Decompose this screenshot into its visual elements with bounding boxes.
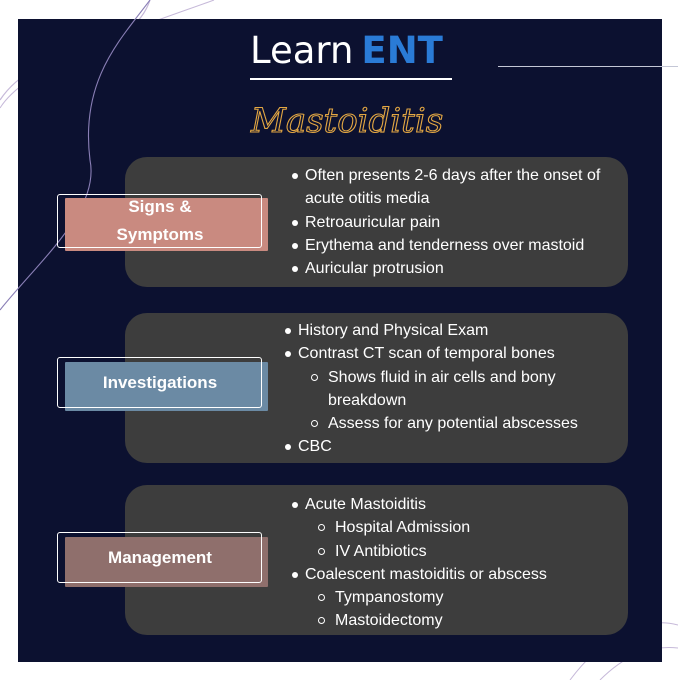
management-label: Management (108, 548, 212, 567)
signs-symptoms-list: Often presents 2-6 days after the onset … (292, 164, 615, 280)
management-label-fill (65, 537, 268, 587)
list-item: Tympanostomy (305, 586, 617, 609)
signs-symptoms-label: Signs & Symptoms (60, 193, 260, 249)
investigations-label: Investigations (102, 373, 218, 392)
management-list: Acute Mastoiditis Hospital Admission IV … (292, 493, 617, 633)
list-item: IV Antibiotics (305, 540, 617, 563)
list-item: Mastoidectomy (305, 609, 617, 632)
list-item: CBC (285, 435, 616, 458)
list-item: Acute Mastoiditis (292, 493, 617, 516)
page-title: Mastoiditis (250, 101, 443, 141)
investigations-list: History and Physical Exam Contrast CT sc… (285, 319, 616, 459)
signs-label-line1: Signs & (128, 197, 192, 216)
brand-underline (250, 78, 452, 80)
brand-ent-text: ENT (361, 29, 443, 72)
list-item: Erythema and tenderness over mastoid (292, 234, 615, 257)
list-item: Shows fluid in air cells and bony breakd… (298, 366, 616, 413)
list-item: History and Physical Exam (285, 319, 616, 342)
list-item: Coalescent mastoiditis or abscess (292, 563, 617, 586)
signs-symptoms-label-frame (57, 194, 262, 248)
list-item: Often presents 2-6 days after the onset … (292, 164, 615, 211)
list-item: Assess for any potential abscesses (298, 412, 616, 435)
investigations-label-fill (65, 362, 268, 411)
list-item: Hospital Admission (305, 516, 617, 539)
list-item: Retroauricular pain (292, 211, 615, 234)
signs-label-line2: Symptoms (116, 225, 204, 244)
brand-learn-text: Learn (250, 29, 354, 72)
investigations-label-frame (57, 357, 262, 408)
management-label-frame (57, 532, 262, 583)
header-rule (498, 66, 678, 67)
list-item: Contrast CT scan of temporal bones (285, 342, 616, 365)
signs-symptoms-label-fill (65, 198, 268, 251)
list-item: Auricular protrusion (292, 257, 615, 280)
title-graphic: Mastoiditis (249, 100, 443, 141)
